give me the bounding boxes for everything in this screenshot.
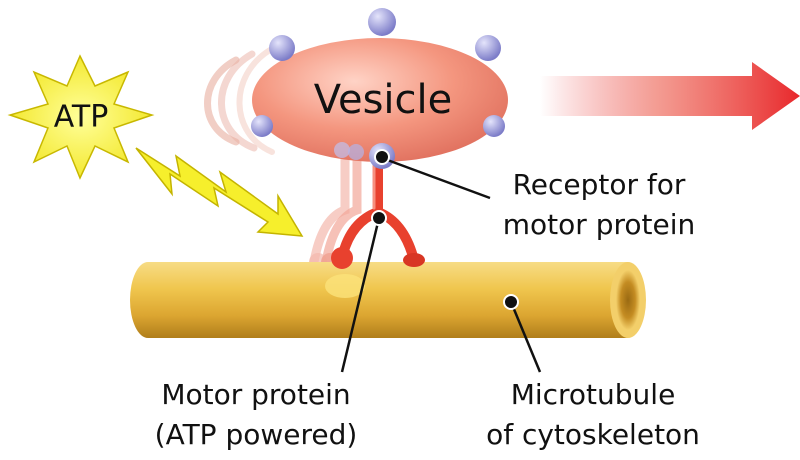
label-leader-dots	[371, 149, 519, 310]
vesicle	[252, 38, 508, 162]
receptor-label-line2: motor protein	[503, 208, 695, 241]
receptor-label: Receptor for motor protein	[503, 168, 695, 241]
motor-label-line2: (ATP powered)	[155, 418, 358, 451]
label-leader-lines	[340, 156, 542, 373]
microtubule	[130, 262, 646, 338]
motor-protein-label: Motor protein (ATP powered)	[155, 378, 358, 451]
vesicle-label: Vesicle	[314, 77, 453, 123]
receptor-label-line1: Receptor for	[513, 168, 686, 201]
lightning-bolt-icon	[135, 147, 304, 237]
atp-starburst-icon	[7, 54, 155, 180]
vesicle-motion-trail	[204, 47, 275, 155]
motor-label-line1: Motor protein	[161, 378, 350, 411]
microtubule-label-line2: of cytoskeleton	[486, 418, 700, 451]
atp-label: ATP	[54, 100, 109, 135]
microtubule-label-line1: Microtubule	[511, 378, 676, 411]
microtubule-label: Microtubule of cytoskeleton	[486, 378, 700, 451]
vesicle-receptor-bumps	[251, 8, 505, 169]
direction-arrow-icon	[540, 62, 800, 130]
